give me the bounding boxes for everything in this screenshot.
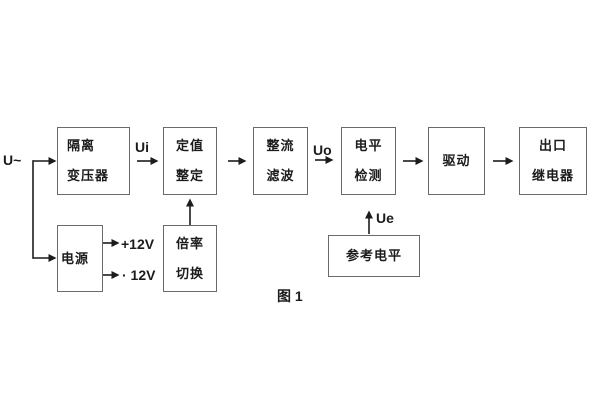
- block-label: 参考电平: [345, 248, 402, 263]
- signal-label-ue: Ue: [376, 210, 394, 226]
- block-label: 出口: [538, 138, 567, 153]
- block-label: 倍率: [175, 235, 204, 251]
- block-label: 隔离: [67, 138, 96, 153]
- block-label: 继电器: [531, 168, 574, 183]
- block-label: 变压器: [67, 168, 110, 183]
- signal-label-minus12v: · 12V: [122, 267, 156, 283]
- block-output-relay: 出口 继电器: [519, 127, 587, 195]
- signal-label-plus12v: +12V: [121, 236, 155, 252]
- block-isolation-transformer: 隔离 变压器: [57, 127, 130, 195]
- block-label: 检测: [354, 168, 383, 183]
- signal-label-u-input: U~: [3, 152, 22, 168]
- block-rectifier-filter: 整流 滤波: [253, 127, 308, 195]
- block-label: 滤波: [266, 168, 295, 183]
- block-ratio-switch: 倍率 切换: [163, 225, 217, 292]
- block-drive: 驱动: [428, 127, 485, 195]
- block-power-supply: 电源: [57, 225, 103, 292]
- block-label: 驱动: [442, 153, 471, 168]
- block-level-detection: 电平 检测: [341, 127, 396, 195]
- signal-label-uo: Uo: [313, 142, 332, 158]
- figure-caption: 图 1: [277, 288, 303, 304]
- block-label: 电平: [354, 138, 383, 153]
- block-label: 切换: [175, 265, 204, 281]
- block-setting: 定值 整定: [163, 127, 217, 195]
- block-label: 定值: [175, 138, 204, 153]
- block-label: 电源: [61, 250, 90, 266]
- block-reference-level: 参考电平: [328, 235, 420, 277]
- block-label: 整流: [266, 138, 295, 153]
- signal-label-ui: Ui: [135, 139, 149, 155]
- block-label: 整定: [175, 168, 204, 183]
